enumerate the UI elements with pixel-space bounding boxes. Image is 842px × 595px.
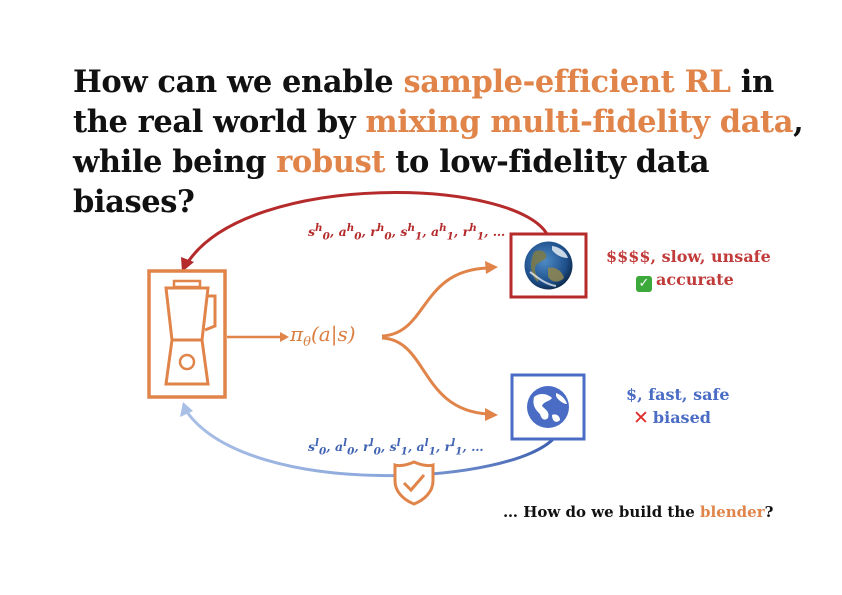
policy-branch-arrows (381, 261, 498, 421)
high-fidelity-feedback-arrow (181, 191, 550, 272)
low-fidelity-feedback-arrow (180, 402, 557, 478)
headline-text: How can we enable (73, 64, 404, 100)
blender-icon (147, 269, 227, 399)
low-fidelity-trajectory: sl0, al0, rl0, sl1, al1, rl1, … (308, 437, 484, 458)
globe-simulation-icon (510, 373, 586, 441)
headline-highlight-robust: robust (276, 144, 386, 180)
cross-mark-icon: ✕ (633, 407, 649, 429)
headline-question: How can we enable sample-efficient RL in… (73, 62, 813, 222)
shield-check-icon (393, 460, 435, 506)
low-fidelity-cost-note: $, fast, safe (626, 385, 730, 404)
headline-highlight-sample-efficient: sample-efficient RL (403, 64, 731, 100)
blender-to-policy-arrow (227, 332, 289, 342)
policy-label: πθ(a|s) (290, 322, 356, 350)
check-mark-icon: ✓ (636, 276, 652, 292)
headline-text: , while being (73, 104, 804, 180)
high-fidelity-trajectory: sh0, ah0, rh0, sh1, ah1, rh1, … (308, 222, 506, 243)
high-fidelity-quality-note: ✓accurate (636, 269, 734, 292)
headline-text: in the real world by (73, 64, 774, 140)
globe-photo-icon (509, 232, 588, 299)
headline-text: to low-fidelity data biases? (73, 144, 710, 220)
headline-highlight-mixing: mixing multi-fidelity data (365, 104, 794, 140)
high-fidelity-cost-note: $$$$, slow, unsafe (606, 247, 771, 266)
closing-question: … How do we build the blender? (503, 503, 774, 521)
low-fidelity-quality-note: ✕biased (633, 407, 711, 429)
